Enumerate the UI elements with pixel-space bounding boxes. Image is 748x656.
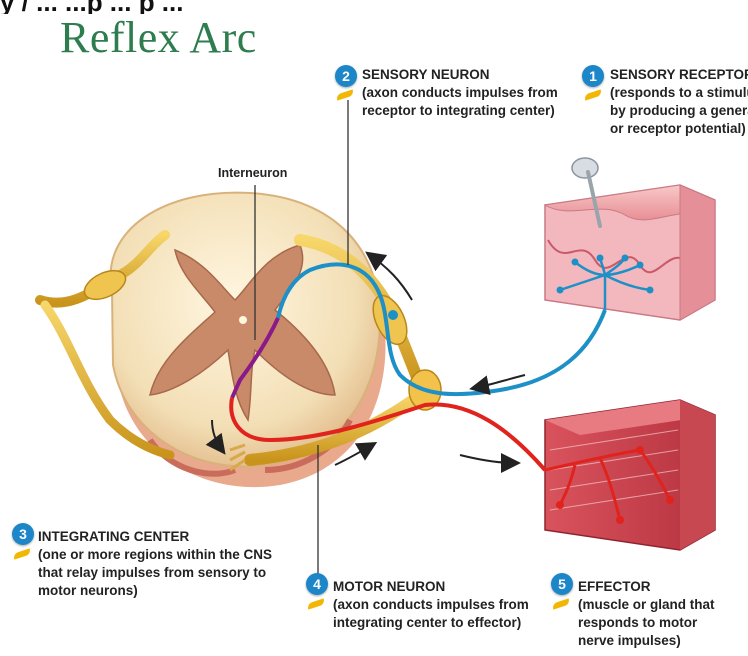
callout-2-line-2: receptor to integrating center) — [362, 102, 558, 120]
callout-2-badge: 2 — [335, 65, 357, 87]
callout-3-heading: INTEGRATING CENTER — [38, 528, 272, 546]
callout-4-line-1: (axon conducts impulses from — [333, 596, 529, 614]
callout-3-badge: 3 — [12, 523, 34, 545]
callout-5-heading: EFFECTOR — [578, 578, 715, 596]
callout-effector: EFFECTOR (muscle or gland that responds … — [578, 578, 715, 650]
callout-1-badge: 1 — [582, 65, 604, 87]
skin-block — [545, 158, 715, 320]
callout-1-line-1: (responds to a stimulu — [610, 84, 748, 102]
callout-sensory-receptor: SENSORY RECEPTOR (responds to a stimulu … — [610, 66, 748, 138]
callout-4-line-2: integrating center to effector) — [333, 614, 529, 632]
muscle-block — [545, 400, 715, 550]
callout-3-line-2: that relay impulses from sensory to — [38, 564, 272, 582]
sensory-ganglion-cell — [388, 310, 398, 320]
callout-3-line-3: motor neurons) — [38, 582, 272, 600]
callout-2-heading: SENSORY NEURON — [362, 66, 558, 84]
callout-1-line-3: or receptor potential) — [610, 120, 748, 138]
interneuron-label: Interneuron — [218, 166, 287, 180]
callout-4-heading: MOTOR NEURON — [333, 578, 529, 596]
callout-4-badge: 4 — [306, 573, 328, 595]
callout-5-badge: 5 — [551, 573, 573, 595]
callout-5-line-1: (muscle or gland that — [578, 596, 715, 614]
callout-5-line-2: responds to motor — [578, 614, 715, 632]
callout-1-heading: SENSORY RECEPTOR — [610, 66, 748, 84]
callout-integrating-center: INTEGRATING CENTER (one or more regions … — [38, 528, 272, 600]
callout-2-line-1: (axon conducts impulses from — [362, 84, 558, 102]
callout-sensory-neuron: SENSORY NEURON (axon conducts impulses f… — [362, 66, 558, 120]
callout-5-line-3: nerve impulses) — [578, 632, 715, 650]
callout-3-line-1: (one or more regions within the CNS — [38, 546, 272, 564]
callout-motor-neuron: MOTOR NEURON (axon conducts impulses fro… — [333, 578, 529, 632]
callout-1-line-2: by producing a genera — [610, 102, 748, 120]
